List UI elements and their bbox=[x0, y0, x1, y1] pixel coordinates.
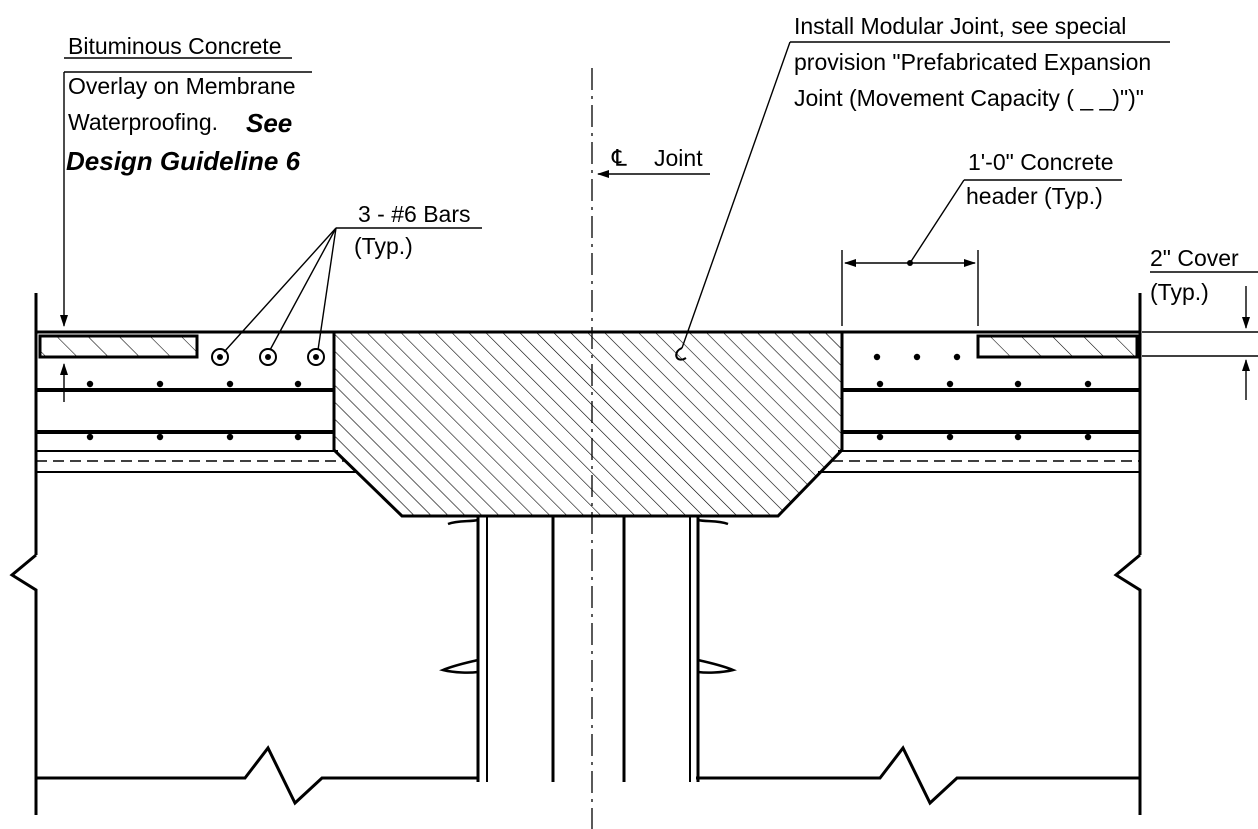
cover-dimension bbox=[1142, 271, 1258, 400]
joint-leader bbox=[675, 41, 1170, 361]
design-guideline-label: Design Guideline 6 bbox=[66, 146, 301, 176]
header-label-line2: header (Typ.) bbox=[966, 183, 1103, 209]
overlay-label-line2: Overlay on Membrane bbox=[68, 73, 296, 99]
centerline-symbol: ℄ bbox=[611, 145, 627, 171]
bars-leader bbox=[223, 227, 482, 353]
modular-joint-block bbox=[332, 330, 844, 518]
header-bars-6 bbox=[211, 348, 325, 366]
left-overlay bbox=[38, 334, 199, 359]
left-deck-slab bbox=[9, 293, 478, 815]
header-dimension bbox=[841, 179, 1122, 326]
cover-label-line1: 2" Cover bbox=[1150, 245, 1239, 271]
right-overlay bbox=[976, 334, 1139, 359]
joint-support-beams bbox=[439, 516, 737, 782]
header-label-line1: 1'-0" Concrete bbox=[968, 149, 1114, 175]
overlay-see-label: See bbox=[246, 108, 292, 138]
bars-label-line1: 3 - #6 Bars bbox=[358, 201, 471, 227]
right-deck-slab bbox=[696, 293, 1142, 815]
overlay-label-line3: Waterproofing. bbox=[68, 109, 218, 135]
joint-label-line2: provision "Prefabricated Expansion bbox=[794, 49, 1151, 75]
centerline-joint-label: Joint bbox=[654, 145, 703, 171]
cover-label-line2: (Typ.) bbox=[1150, 279, 1209, 305]
overlay-leader bbox=[60, 57, 312, 402]
left-rebar-dots bbox=[86, 380, 302, 441]
right-rebar-dots bbox=[873, 353, 1092, 441]
joint-label-line1: Install Modular Joint, see special bbox=[794, 13, 1126, 39]
overlay-label-line1: Bituminous Concrete bbox=[68, 33, 282, 59]
joint-label-line3: Joint (Movement Capacity ( _ _)")" bbox=[794, 85, 1144, 111]
bars-label-line2: (Typ.) bbox=[354, 233, 413, 259]
